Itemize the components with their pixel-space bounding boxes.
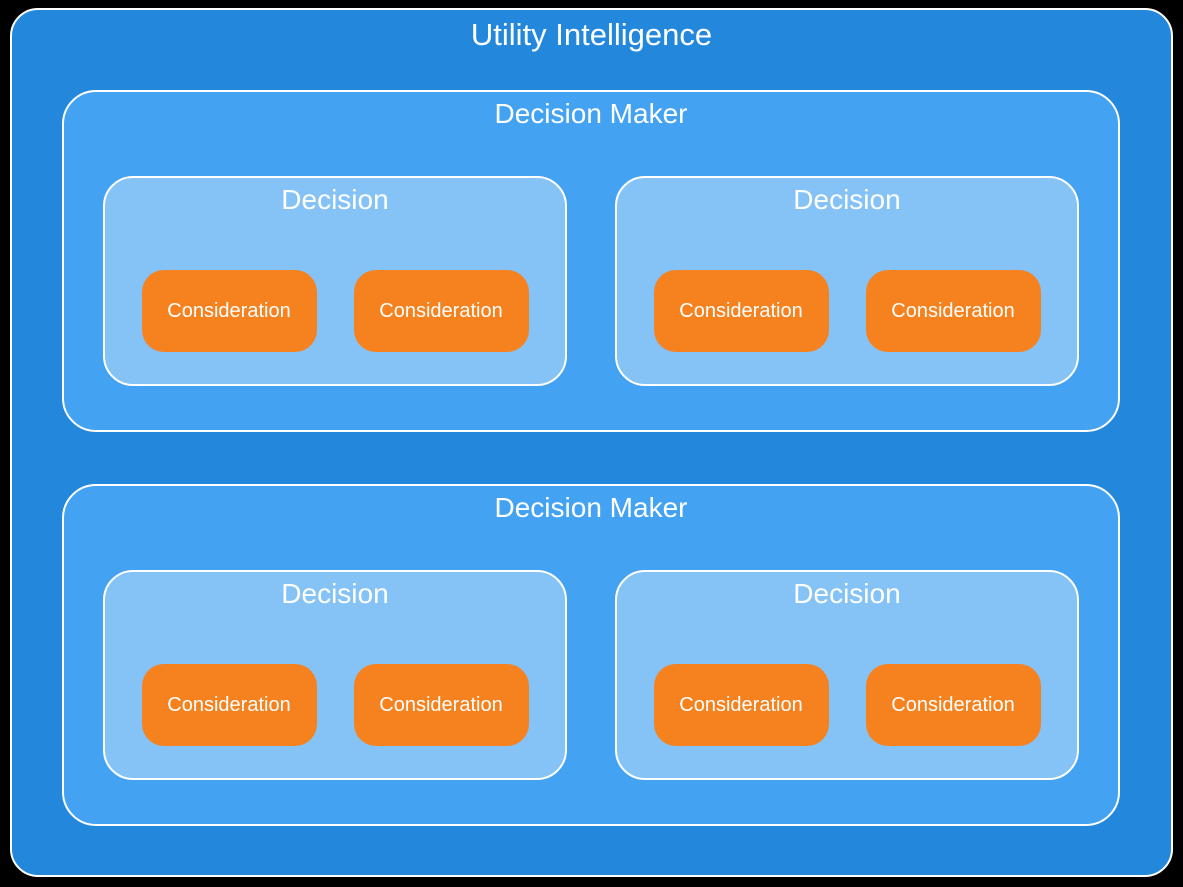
decision-title: Decision [793,578,901,609]
decision-maker-box-2: Decision Maker Decision Consideration Co… [62,484,1120,826]
decision-box: Decision Consideration Consideration [615,176,1079,386]
decision-title: Decision [793,184,901,215]
consideration-chip: Consideration [141,664,317,746]
considerations-row: Consideration Consideration [105,664,565,746]
utility-intelligence-title: Utility Intelligence [470,17,713,52]
decision-maker-box-1: Decision Maker Decision Consideration Co… [62,90,1120,432]
decision-box: Decision Consideration Consideration [103,570,567,780]
decisions-row: Decision Consideration Consideration Dec… [64,176,1118,386]
decisions-row: Decision Consideration Consideration Dec… [64,570,1118,780]
considerations-row: Consideration Consideration [617,664,1077,746]
consideration-chip: Consideration [653,664,829,746]
decision-box: Decision Consideration Consideration [103,176,567,386]
considerations-row: Consideration Consideration [105,270,565,352]
decision-maker-title: Decision Maker [494,492,688,523]
utility-intelligence-container: Utility Intelligence Decision Maker Deci… [10,8,1173,877]
decision-title: Decision [281,184,389,215]
decision-box: Decision Consideration Consideration [615,570,1079,780]
consideration-chip: Consideration [865,270,1041,352]
consideration-chip: Consideration [353,270,529,352]
consideration-chip: Consideration [653,270,829,352]
decision-maker-title: Decision Maker [494,98,688,129]
considerations-row: Consideration Consideration [617,270,1077,352]
decision-title: Decision [281,578,389,609]
consideration-chip: Consideration [353,664,529,746]
consideration-chip: Consideration [865,664,1041,746]
consideration-chip: Consideration [141,270,317,352]
